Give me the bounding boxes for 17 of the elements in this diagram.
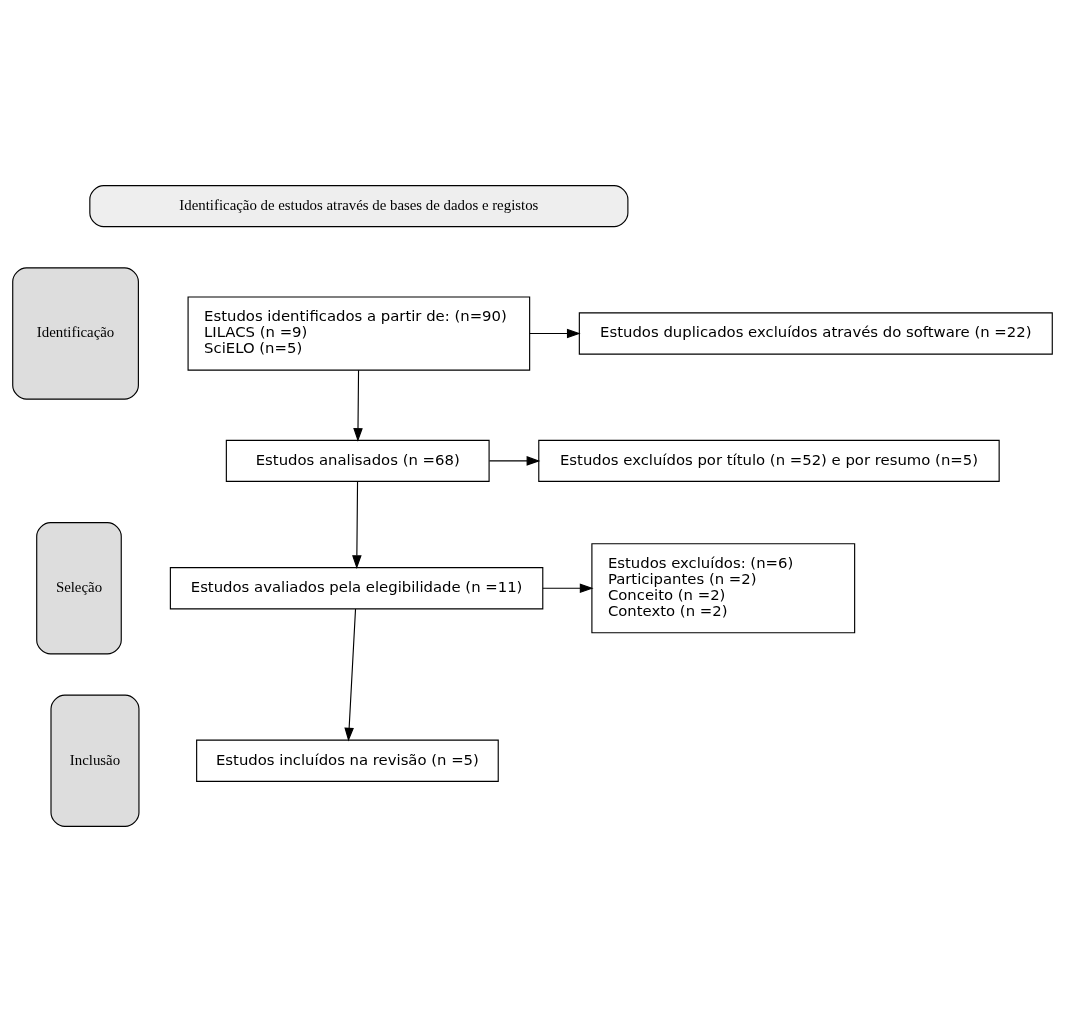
node-box: Estudos excluídos: (n=6) Participantes (n =2) Conceito (n =2) Contexto (n =2) — [591, 543, 856, 634]
arrow — [353, 369, 363, 442]
node-box: Estudos incluídos na revisão (n =5) — [196, 739, 499, 782]
node-box: Seleção — [36, 522, 122, 655]
node-box: Identificação de estudos através de bases de dados e registos — [89, 185, 629, 228]
node-box: Estudos identificados a partir de: (n=90) LILACS (n =9) SciELO (n=5) — [187, 296, 531, 371]
arrow — [344, 608, 357, 742]
arrow — [352, 481, 362, 569]
node-box: Estudos excluídos por título (n =52) e por resumo (n=5) — [538, 439, 1000, 482]
arrow — [529, 328, 581, 339]
node-box: Estudos avaliados pela elegibilidade (n =11) — [169, 567, 544, 610]
arrow — [488, 456, 541, 466]
arrow — [542, 583, 594, 594]
node-box: Estudos analisados (n =68) — [225, 439, 490, 482]
node-box: Inclusão — [50, 694, 140, 827]
node-box: Estudos duplicados excluídos através do software (n =22) — [578, 312, 1053, 355]
node-box: Identificação — [12, 267, 139, 400]
